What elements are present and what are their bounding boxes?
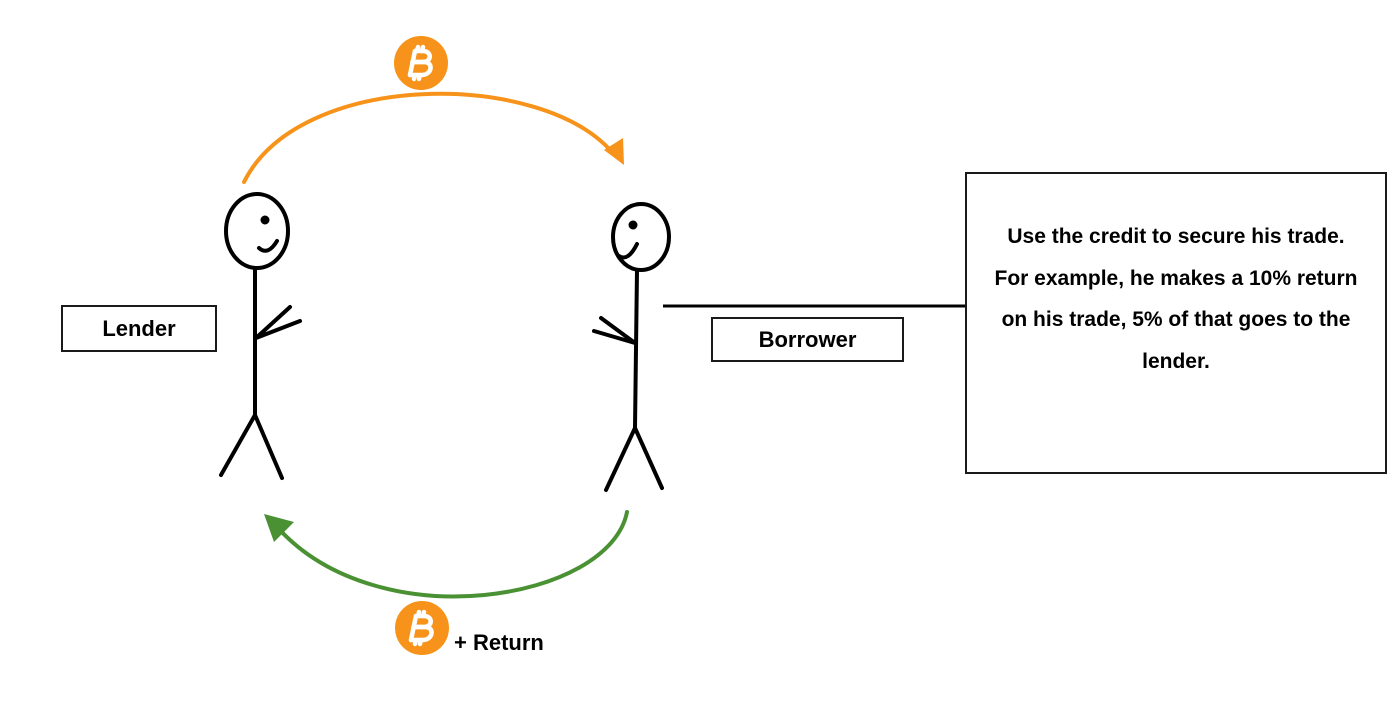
return-label: + Return — [454, 630, 544, 655]
bitcoin-icon — [394, 36, 448, 90]
lender-label: Lender — [61, 305, 217, 352]
lender-label-text: Lender — [102, 315, 176, 341]
loan-arrow — [242, 91, 614, 184]
note-line-2: For example, he makes a 10% return on hi… — [994, 266, 1358, 373]
borrower-label: Borrower — [711, 317, 904, 362]
loan-arrow-head — [604, 138, 624, 165]
borrower-figure — [592, 202, 671, 492]
lender-figure — [219, 192, 302, 480]
borrower-head — [611, 202, 671, 272]
explanation-note: Use the credit to secure his trade. For … — [965, 172, 1387, 474]
borrower-label-text: Borrower — [758, 326, 857, 352]
return-arrow-head — [264, 514, 294, 542]
return-arrow — [276, 510, 629, 599]
bitcoin-icon — [395, 601, 449, 655]
lender-head — [224, 192, 290, 270]
note-line-1: Use the credit to secure his trade. — [1007, 225, 1345, 248]
